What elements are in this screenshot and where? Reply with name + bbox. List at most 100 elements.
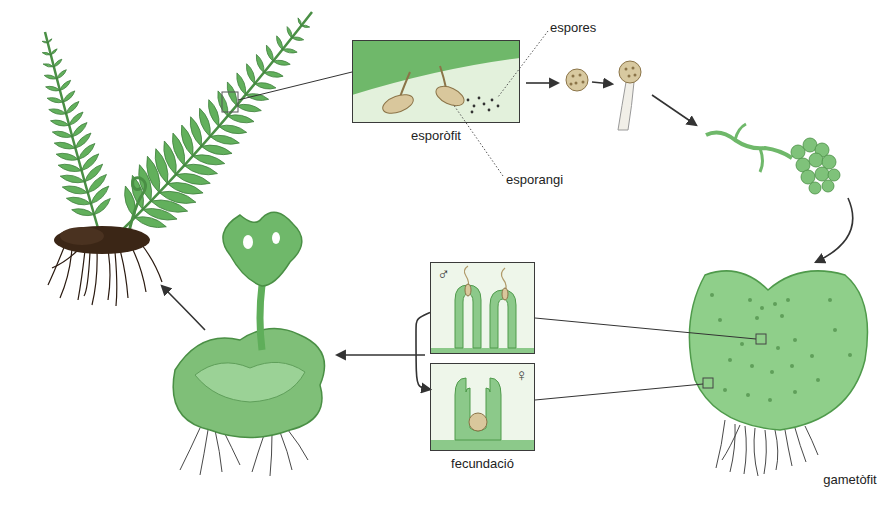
sporangium-inset-picture-part-part <box>473 105 476 108</box>
young-sporophyte-part <box>162 286 205 330</box>
frond-pinna <box>287 27 292 38</box>
frond-pinna <box>266 45 273 61</box>
sporangium-inset-picture-part <box>467 97 500 114</box>
sporophyte-fern <box>42 12 352 306</box>
young-sporophyte-part <box>260 285 262 350</box>
frond-pinna <box>282 49 297 53</box>
sporangium-inset-picture <box>352 31 548 176</box>
spore-germination-part-part <box>570 83 573 86</box>
frond-pinna <box>255 83 276 89</box>
gametophyte-part-part <box>810 354 814 358</box>
spore-germination-part <box>652 95 696 125</box>
gametophyte-part-part <box>716 420 725 468</box>
archegonium-picture-part <box>337 354 425 356</box>
young-sporophyte <box>162 212 325 476</box>
spore-germination-part <box>706 132 792 158</box>
frond-pinna <box>48 39 52 43</box>
gametophyte-part-part <box>785 430 792 466</box>
fiddlehead <box>128 178 146 236</box>
frond-pinna <box>273 60 290 65</box>
spore-germination-part <box>570 74 585 86</box>
gametophyte-part <box>689 271 867 430</box>
young-sporophyte-part-part <box>288 430 308 460</box>
gametophyte-part-part <box>793 338 797 342</box>
frond-pinna <box>176 173 211 184</box>
young-sporophyte-part <box>243 235 253 249</box>
frond-pinna <box>246 64 254 84</box>
gametophyte-part-part <box>710 293 714 297</box>
spore-germination-part <box>791 138 840 194</box>
sporangium-inset-picture-part <box>400 72 410 97</box>
fern-roots-part <box>84 252 90 296</box>
sporangium-inset-picture-part <box>440 66 446 88</box>
gametophyte-part-part <box>750 364 754 368</box>
inset-box: ♀ fecundació <box>427 363 538 472</box>
young-sporophyte-part-part <box>270 434 272 476</box>
fern-roots-part <box>78 250 85 300</box>
frond-pinna <box>199 108 210 136</box>
frond-pinna <box>60 175 84 183</box>
frond-pinna <box>47 98 63 103</box>
young-sporophyte-part-part <box>200 430 208 475</box>
frond-pinna <box>210 135 239 144</box>
inset-frame <box>352 40 520 123</box>
fern-roots-part <box>48 245 65 285</box>
inset-box: ♂ <box>430 262 535 354</box>
gametophyte-part-part <box>816 378 820 382</box>
young-sporophyte-part-part <box>280 432 292 470</box>
young-sporophyte-part <box>223 212 302 286</box>
gametophyte-part-part <box>775 430 778 470</box>
spore-germination-part-part <box>634 74 637 77</box>
spore-germination-part-part <box>582 81 585 84</box>
spore-germination-part <box>816 198 853 262</box>
frond-pinna <box>228 115 254 123</box>
frond-pinna <box>63 91 75 102</box>
gametophyte-part-part <box>793 390 797 394</box>
antheridium-picture-part <box>431 348 534 353</box>
gametophyte-part-part <box>746 393 750 397</box>
gametophyte-part-part <box>833 328 837 332</box>
gametophyte-part-part <box>805 426 818 455</box>
spore-germination-part-part <box>822 155 836 169</box>
antheridium-picture <box>430 262 535 354</box>
stage-label: esporòfit <box>349 128 523 144</box>
stage-label: fecundació <box>427 456 538 472</box>
spore-germination-part <box>618 82 634 130</box>
frond-pinna <box>46 86 60 91</box>
frond-pinna <box>60 80 71 90</box>
detail-marker <box>756 334 766 344</box>
frond-pinna <box>292 37 304 40</box>
archegonium-picture <box>337 355 535 451</box>
frond-pinna <box>43 64 54 67</box>
gametophyte-part-part <box>773 302 777 306</box>
young-sporophyte-part-part <box>180 428 200 470</box>
gametophyte-part-part <box>780 314 784 318</box>
gametophyte-part-part <box>776 346 780 350</box>
young-sporophyte-part-part <box>215 430 222 472</box>
fern-roots-part <box>132 248 146 292</box>
sex-symbol: ♀ <box>515 367 528 385</box>
detail-line <box>238 72 352 100</box>
spore-germination-part <box>566 69 588 91</box>
spore-germination-part-part <box>815 167 829 181</box>
gametophyte <box>535 271 868 476</box>
sporangium-inset-picture-part-part <box>491 99 494 102</box>
spore-germination-part-part <box>809 182 821 194</box>
spore-germination-part <box>625 67 637 78</box>
frond-pinna <box>201 145 232 155</box>
frond-pinna <box>44 75 57 79</box>
frond-pinna <box>219 125 247 133</box>
frond-pinna <box>264 72 283 78</box>
spore-germination-part <box>619 61 641 83</box>
frond-pinna <box>54 142 75 149</box>
gametophyte-part-part <box>828 298 832 302</box>
frond-pinna <box>208 100 219 127</box>
spore-germination-part-part <box>632 67 635 70</box>
gametophyte-part-part <box>754 428 758 476</box>
frond-pinna <box>52 131 72 137</box>
sporangium-inset-picture-part <box>380 91 416 117</box>
inset-frame: ♂ <box>430 262 535 354</box>
frond-pinna <box>256 54 264 72</box>
detail-line <box>535 318 756 339</box>
